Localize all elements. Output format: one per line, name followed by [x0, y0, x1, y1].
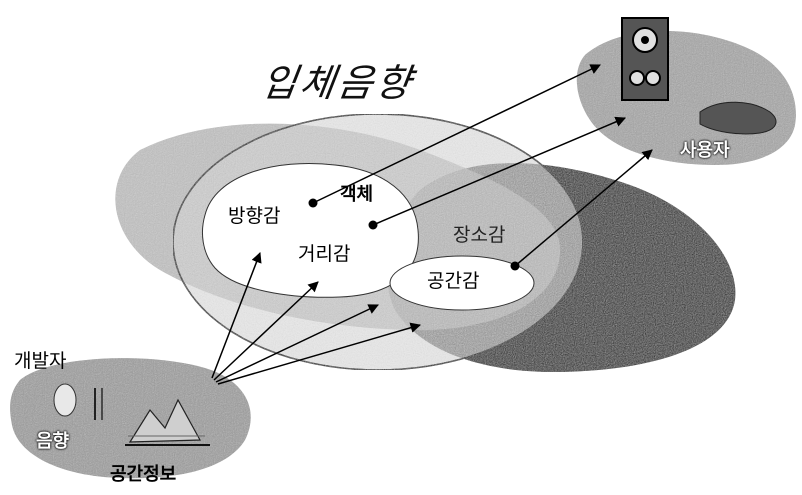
arrow-dev-to-object: [215, 304, 379, 383]
space-label: 공간감: [427, 270, 480, 292]
arrow-dev-to-space: [217, 322, 422, 385]
developer-figure-icon: [53, 383, 103, 420]
distance-label: 거리감: [298, 243, 351, 265]
place-label: 장소감: [453, 224, 506, 246]
arrow-distance-to-user: [372, 116, 626, 226]
object-white-blob: [202, 162, 419, 298]
space-white-blob: [389, 255, 535, 311]
user-label: 사용자: [680, 140, 730, 161]
listener-icon: [699, 101, 777, 135]
object-label: 객체: [340, 184, 374, 205]
developer-cloud: [10, 358, 251, 479]
developer-label: 개발자: [14, 350, 67, 372]
sound-label: 음향: [36, 431, 70, 452]
diagram-title: 입체음향: [258, 61, 417, 105]
direction-label: 방향감: [228, 205, 281, 227]
arrow-dev-to-distance: [213, 281, 319, 381]
speaker-icon: [621, 17, 669, 101]
arrow-dev-to-direction: [211, 252, 262, 379]
arrow-space-to-user: [514, 149, 653, 267]
spatial-info-label: 공간정보: [110, 464, 177, 485]
landscape-icon: [125, 398, 210, 446]
arrow-direction-to-user: [312, 64, 601, 204]
